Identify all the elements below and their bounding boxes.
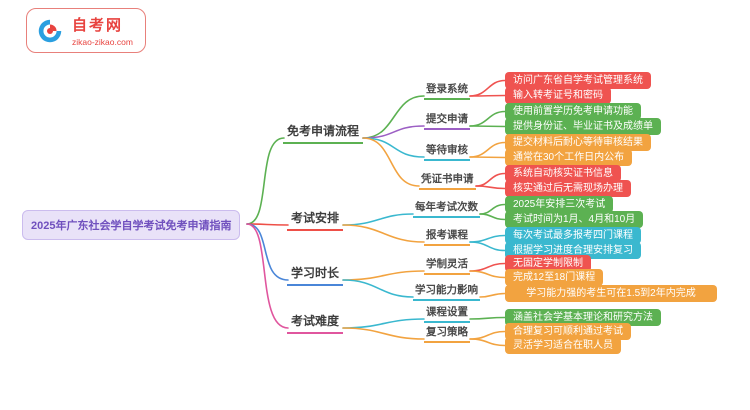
leaf-12-18-courses: 完成12至18门课程 [505,269,604,286]
logo-icon [38,19,62,42]
leaf-three-exams: 2025年安排三次考试 [505,196,614,213]
logo-title: 自考网 [72,17,124,34]
node-login-system: 登录系统 [424,81,470,100]
node-wait-review: 等待审核 [424,142,470,161]
leaf-auto-verify: 系统自动核实证书信息 [505,165,621,182]
logo-text-block: 自考网 zikao-zikao.com [72,14,133,47]
node-submit-application: 提交申请 [424,111,470,130]
node-certificate-apply: 凭证书申请 [419,171,476,190]
root-node: 2025年广东社会学自学考试免考申请指南 [22,210,241,240]
leaf-visit-system: 访问广东省自学考试管理系统 [505,72,651,89]
branch-study-duration: 学习时长 [287,264,344,286]
leaf-theory-methods: 涵盖社会学基本理论和研究方法 [505,309,661,326]
node-flexible-schooling: 学制灵活 [424,256,470,275]
branch-exam-difficulty: 考试难度 [287,312,344,334]
leaf-pass-with-review: 合理复习可顺利通过考试 [505,323,631,340]
leaf-suits-workers: 灵活学习适合在职人员 [505,337,621,354]
logo-url: zikao-zikao.com [72,37,133,47]
node-course-setup: 课程设置 [424,304,470,323]
leaf-no-fixed-term: 无固定学制限制 [505,255,591,272]
leaf-no-onsite: 核实通过后无需现场办理 [505,180,631,197]
leaf-use-function: 使用前置学历免考申请功能 [505,103,641,120]
node-exams-per-year: 每年考试次数 [413,199,480,218]
leaf-enter-credentials: 输入转考证号和密码 [505,87,611,104]
node-ability-impact: 学习能力影响 [413,282,480,301]
leaf-30-workdays: 通常在30个工作日内公布 [505,149,633,166]
branch-exam-schedule: 考试安排 [287,209,344,231]
site-logo[interactable]: 自考网 zikao-zikao.com [26,8,146,53]
leaf-finish-in-2-years: 学习能力强的考生可在1.5到2年内完成 [505,285,717,302]
leaf-max-four-courses: 每次考试最多报考四门课程 [505,227,641,244]
leaf-exam-months: 考试时间为1月、4月和10月 [505,211,644,228]
leaf-plan-review: 根据学习进度合理安排复习 [505,242,641,259]
branch-application-process: 免考申请流程 [283,122,364,144]
node-course-registration: 报考课程 [424,227,470,246]
node-review-strategy: 复习策略 [424,324,470,343]
leaf-wait-result: 提交材料后耐心等待审核结果 [505,134,651,151]
leaf-provide-documents: 提供身份证、毕业证书及成绩单 [505,118,661,135]
